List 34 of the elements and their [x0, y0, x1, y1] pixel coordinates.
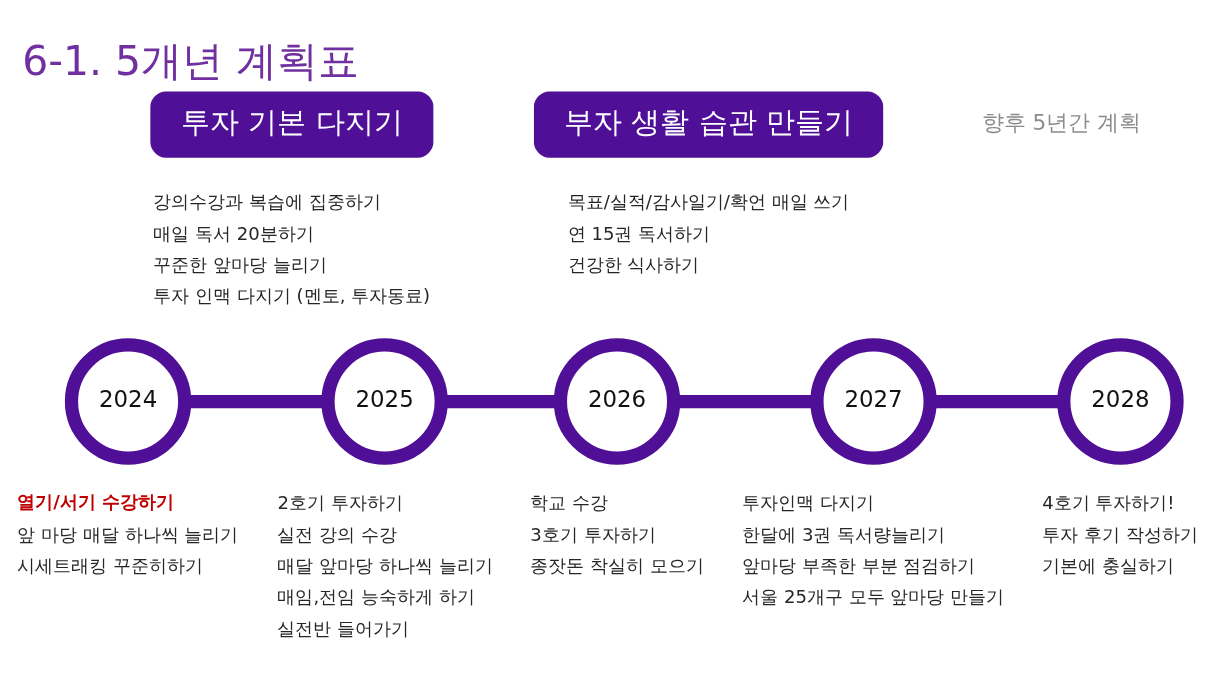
node-label: 앞 마당 매달 하나씩 늘리기 — [17, 523, 239, 545]
node-label: 기본에 충실하기 — [1042, 554, 1174, 576]
node-label: 학교 수강 — [530, 491, 609, 513]
node-label: 열기/서기 수강하기 — [17, 490, 175, 512]
node-label: 실전 강의 수강 — [277, 523, 397, 545]
node-box: 투자 기본 다지기 — [150, 90, 434, 158]
node-circle: 2024 — [64, 337, 192, 465]
node-label: 꾸준한 앞마당 늘리기 — [153, 253, 327, 275]
node-label: 투자 인맥 다지기 (멘토, 투자동료) — [153, 284, 431, 306]
node-circle: 2026 — [553, 337, 681, 465]
node-label: 연 15권 독서하기 — [567, 222, 711, 244]
node-label: 매임,전임 능숙하게 하기 — [277, 585, 475, 607]
node-label: 목표/실적/감사일기/확언 매일 쓰기 — [567, 190, 850, 212]
node-label: 건강한 식사하기 — [567, 253, 700, 275]
node-label: 실전반 들어가기 — [277, 617, 410, 639]
node-label: 서울 25개구 모두 앞마당 만들기 — [742, 585, 1005, 607]
node-label: 매일 독서 20분하기 — [153, 222, 314, 244]
node-label: 강의수강과 복습에 집중하기 — [153, 190, 381, 212]
label: 향후 5년간 계획 — [981, 109, 1142, 135]
node-box: 부자 생활 습관 만들기 — [533, 90, 884, 158]
node-label: 앞마당 부족한 부분 점검하기 — [742, 554, 976, 576]
node-circle: 2025 — [321, 337, 448, 465]
node-label: 4호기 투자하기! — [1042, 491, 1175, 513]
node-circle: 2028 — [1057, 337, 1184, 465]
node-label: 투자인맥 다지기 — [742, 491, 875, 513]
node-label: 시세트래킹 꾸준히하기 — [17, 554, 204, 576]
node-label: 종잣돈 착실히 모으기 — [530, 554, 704, 576]
node-circle: 2027 — [810, 337, 937, 465]
node-label: 한달에 3권 독서량늘리기 — [742, 523, 946, 545]
diagram-title: 6-1. 5개년 계획표 — [22, 36, 360, 85]
node-label: 투자 후기 작성하기 — [1042, 523, 1198, 545]
node-label: 3호기 투자하기 — [530, 523, 656, 545]
node-label: 2호기 투자하기 — [277, 491, 403, 513]
node-label: 매달 앞마당 하나씩 늘리기 — [277, 554, 493, 576]
